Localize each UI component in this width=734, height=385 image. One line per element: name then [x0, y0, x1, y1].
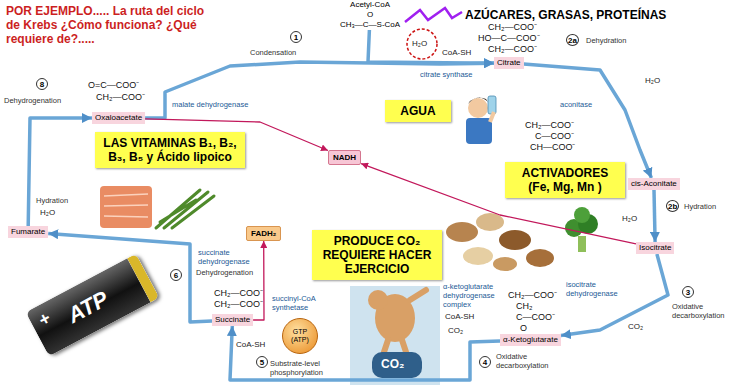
step-name: Oxidative decarboxylation	[496, 352, 556, 370]
formula-line: CH₂—COO⁻	[488, 22, 537, 33]
metabolite-box: α-Ketoglutarate	[500, 334, 561, 346]
step-number: 8	[36, 78, 48, 90]
formula-line: CH₂—COO⁻	[214, 288, 263, 299]
metabolite-box: Fumarate	[8, 226, 48, 238]
step-name: Hydration	[684, 202, 716, 211]
formula-line: CH—COO⁻	[530, 142, 576, 153]
metabolite-box: Citrate	[494, 57, 524, 69]
step-number: 1	[290, 31, 302, 43]
formula-line: O	[520, 323, 527, 334]
molecule-label: H₂O	[40, 208, 55, 218]
nadh-box-text: NADH	[333, 153, 356, 162]
step-name: Hydration	[36, 196, 68, 205]
step-name: Condensation	[250, 48, 296, 57]
metabolite-box: cis-Aconitate	[628, 178, 680, 190]
acetyl-coa-node: Acetyl-CoAOCH₃—C—S-CoA	[338, 0, 402, 30]
enzyme-name: succinyl-CoA synthetase	[272, 294, 342, 312]
molecule-label: CO₂	[448, 326, 463, 336]
acetyl-coa-node-text: O	[340, 10, 400, 20]
molecule-label: CO₂	[628, 322, 643, 332]
formula-line: CH₂—COO⁻	[508, 290, 557, 301]
requirement-box-text: LAS VITAMINAS B₁, B₂, B₃, B₅ y Ácido lip…	[100, 136, 240, 164]
requirement-box-text: ACTIVADORES (Fe, Mg, Mn )	[510, 166, 620, 194]
formula-line: C—COO⁻	[516, 312, 555, 323]
gtp-circle: GTP (ATP)	[282, 318, 318, 354]
formula-line: CH₂—COO⁻	[214, 299, 263, 310]
molecule-label: CoA-SH	[442, 48, 471, 58]
fadh-box: FADH₂	[246, 226, 281, 241]
requirement-box: LAS VITAMINAS B₁, B₂, B₃, B₅ y Ácido lip…	[95, 132, 245, 168]
cycle-arrow	[654, 190, 655, 242]
molecule-label: H₂O	[645, 76, 660, 86]
diagram-title: POR EJEMPLO..... La ruta del ciclo de Kr…	[6, 4, 216, 46]
metabolite-box-text: Oxaloacetate	[95, 113, 142, 123]
requirement-box-text: PRODUCE CO₂ REQUIERE HACER EJERCICIO	[317, 234, 437, 276]
step-name: Dehydrogenation	[4, 96, 61, 105]
metabolite-box: Oxaloacetate	[92, 112, 145, 124]
step-name: Dehydrogenation	[196, 268, 253, 277]
lightning	[405, 8, 462, 22]
cycle-arrow	[368, 30, 494, 63]
metabolite-box-text: cis-Aconitate	[631, 179, 677, 189]
enzyme-name: succinate dehydrogenase	[198, 248, 256, 266]
metabolite-box-text: α-Ketoglutarate	[503, 335, 558, 345]
formula-line: C—COO⁻	[535, 131, 574, 142]
fadh-box-text: FADH₂	[251, 229, 276, 238]
acetyl-coa-node-text: Acetyl-CoA	[340, 0, 400, 10]
co2-cloud-label: CO₂	[381, 357, 404, 371]
boy-drinking	[466, 96, 496, 144]
enzyme-name: aconitase	[560, 100, 592, 109]
requirement-box: AGUA	[385, 100, 451, 122]
step-name: Oxidative decarboxylation	[672, 302, 730, 320]
cycle-arrow	[230, 326, 500, 380]
step-number: 2a	[566, 34, 579, 46]
requirement-box: ACTIVADORES (Fe, Mg, Mn )	[505, 162, 625, 198]
molecule-label: H₂O	[412, 39, 427, 49]
formula-line: CH₂—COO⁻	[96, 92, 145, 103]
step-number: 2b	[666, 200, 679, 212]
food-source-label: AZÚCARES, GRASAS, PROTEÍNAS	[465, 8, 666, 22]
enzyme-name: citrate synthase	[420, 70, 473, 79]
battery-plus: +	[35, 309, 53, 330]
cycle-arrow	[561, 254, 668, 336]
cycle-arrow	[28, 118, 92, 226]
metabolite-box: Isocitrate	[636, 242, 674, 254]
step-number: 5	[256, 356, 268, 368]
metabolite-box-text: Isocitrate	[639, 243, 671, 253]
nuts-and-broccoli	[446, 207, 598, 271]
enzyme-name: malate dehydrogenase	[172, 100, 248, 109]
atp-battery: ATP +	[26, 254, 160, 357]
fish-and-asparagus	[100, 186, 214, 228]
step-number: 3	[682, 286, 694, 298]
molecule-label: H₂O	[622, 214, 637, 224]
step-name: Substrate-level phosphorylation	[270, 359, 342, 377]
molecule-label: CoA-SH	[236, 340, 265, 350]
formula-line: CH₂—COO⁻	[488, 44, 537, 55]
nadh-box: NADH	[328, 150, 361, 165]
formula-line: CH₂—COO⁻	[525, 120, 574, 131]
metabolite-box: Succinate	[212, 314, 253, 326]
requirement-box: PRODUCE CO₂ REQUIERE HACER EJERCICIO	[312, 230, 442, 280]
formula-line: HO—C—COO⁻	[478, 33, 540, 44]
molecule-label: CoA-SH	[445, 312, 474, 322]
water-circle	[407, 29, 437, 59]
metabolite-box-text: Citrate	[497, 58, 521, 68]
metabolite-box-text: Fumarate	[11, 227, 45, 237]
step-number: 6	[170, 269, 182, 281]
atp-battery-text: ATP	[63, 286, 113, 329]
formula-line: O=C—COO⁻	[88, 80, 139, 91]
enzyme-name: α-ketoglutarate dehydrogenase complex	[443, 282, 505, 309]
cycle-arrow	[524, 64, 652, 178]
step-number: 4	[479, 356, 491, 368]
metabolite-box-text: Succinate	[215, 315, 250, 325]
step-name: Dehydration	[586, 36, 626, 45]
formula-line: CH₂	[516, 301, 533, 312]
gtp-circle-text: GTP (ATP)	[286, 328, 314, 344]
enzyme-name: isocitrate dehydrogenase	[566, 280, 621, 298]
requirement-box-text: AGUA	[390, 104, 446, 118]
acetyl-coa-node-text: CH₃—C—S-CoA	[340, 20, 400, 30]
exercise-picture	[350, 286, 440, 385]
